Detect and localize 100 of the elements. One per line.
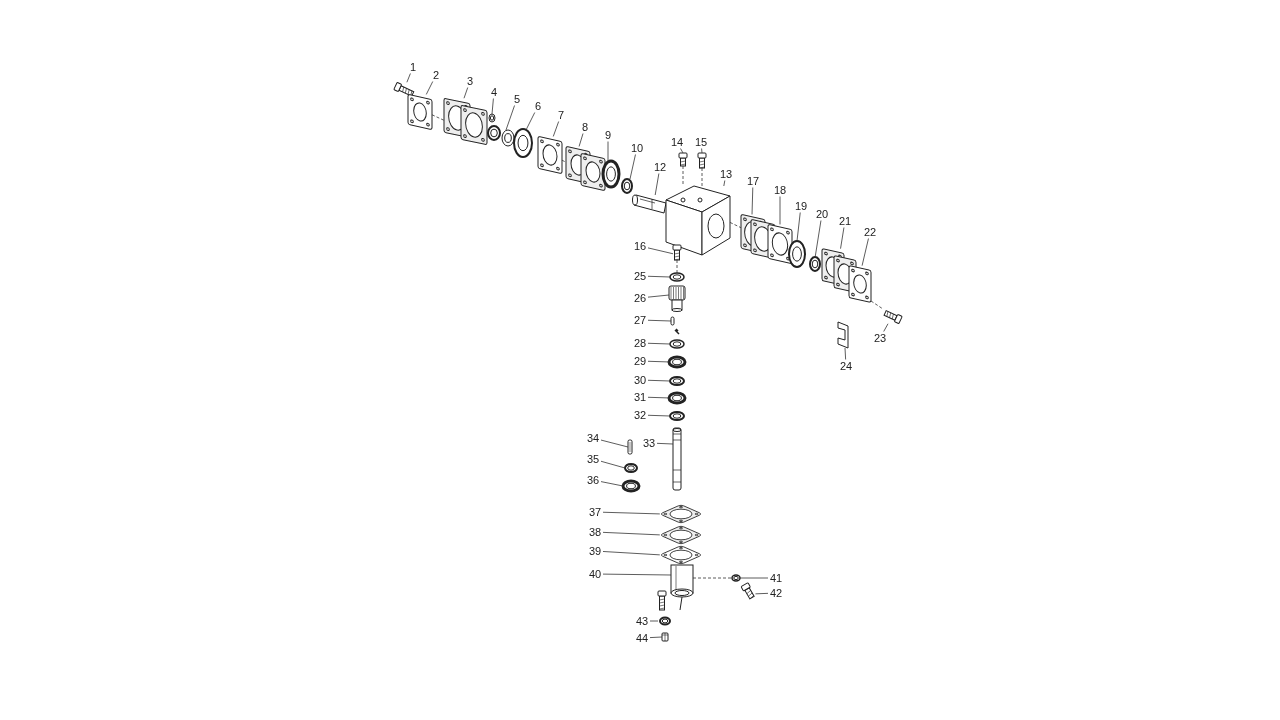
leader-line (602, 511, 661, 515)
callout-number: 16 (632, 239, 648, 253)
callout-number: 1 (405, 60, 421, 74)
leader-line (647, 342, 671, 345)
leader-line (814, 220, 822, 258)
leader-line (647, 414, 671, 417)
callout-number: 18 (772, 183, 788, 197)
callout-number: 17 (745, 174, 761, 188)
leader-line (406, 73, 411, 83)
leader-line (647, 275, 671, 278)
leader-line (602, 573, 672, 576)
pin-drawing (670, 316, 680, 335)
leader-line (840, 227, 845, 250)
callout-number: 41 (768, 571, 784, 585)
callout-number: 43 (634, 614, 650, 628)
gearbox-housing-drawing (665, 185, 731, 256)
callout-number: 3 (462, 74, 478, 88)
assembly-line (561, 159, 567, 163)
callout-number: 35 (585, 452, 601, 466)
leader-line (505, 105, 515, 131)
leader-line (526, 112, 536, 130)
callout-number: 24 (838, 359, 854, 373)
leader-line (755, 592, 769, 595)
leader-line (796, 212, 801, 242)
callout-number: 6 (530, 99, 546, 113)
bolt-drawing (883, 310, 903, 325)
callout-number: 33 (641, 436, 657, 450)
leader-line (680, 148, 684, 154)
callout-number: 31 (632, 390, 648, 404)
leader-line (602, 531, 661, 536)
bearing-drawing (667, 391, 687, 405)
callout-number: 28 (632, 336, 648, 350)
callout-number: 22 (862, 225, 878, 239)
callout-number: 44 (634, 631, 650, 645)
assembly-line (729, 222, 742, 229)
shaft-drawing (632, 194, 667, 214)
callout-number: 13 (718, 167, 734, 181)
leader-line (647, 379, 671, 382)
ring-drawing (669, 376, 685, 386)
leader-line (491, 98, 494, 115)
callout-number: 37 (587, 505, 603, 519)
bracket-drawing (837, 321, 849, 349)
bearing-drawing (601, 159, 621, 189)
flange-drawing (788, 240, 806, 268)
leader-line (701, 148, 703, 154)
ring-drawing (624, 463, 638, 473)
leader-line (883, 323, 889, 332)
cover-plate-drawing (537, 135, 563, 175)
callout-number: 20 (814, 207, 830, 221)
shaft-drawing (672, 427, 682, 491)
callout-number: 38 (587, 525, 603, 539)
callout-number: 39 (587, 544, 603, 558)
bolt-drawing (393, 81, 415, 97)
callout-number: 7 (553, 108, 569, 122)
leader-line (649, 620, 659, 622)
callout-number: 8 (577, 120, 593, 134)
screw-drawing (697, 152, 707, 169)
callout-number: 27 (632, 313, 648, 327)
callout-number: 9 (600, 128, 616, 142)
callout-number: 15 (693, 135, 709, 149)
plug-drawing (678, 152, 688, 167)
leader-line (552, 121, 560, 137)
bearing-drawing (667, 355, 687, 369)
callout-number: 30 (632, 373, 648, 387)
gear-drawing (668, 285, 686, 312)
assembly-line (431, 114, 445, 121)
leader-line (425, 81, 434, 95)
leader-line (861, 238, 869, 267)
leader-line (647, 294, 670, 298)
leader-line (600, 481, 624, 487)
pin-drawing (627, 439, 633, 455)
callout-number: 4 (486, 85, 502, 99)
callout-number: 42 (768, 586, 784, 600)
callout-number: 26 (632, 291, 648, 305)
flange-drawing (513, 128, 533, 158)
leader-line (723, 180, 726, 187)
leader-line (779, 196, 781, 225)
callout-number: 29 (632, 354, 648, 368)
seal-ring-drawing (621, 178, 633, 194)
tube-drawing (670, 564, 694, 611)
leader-line (647, 247, 674, 255)
bearing-drawing (621, 479, 641, 493)
cover-plate-drawing (767, 223, 793, 265)
leader-line (647, 396, 670, 399)
leader-line (607, 141, 609, 162)
callout-number: 32 (632, 408, 648, 422)
leader-line (578, 133, 584, 147)
callout-number: 34 (585, 431, 601, 445)
ring-drawing (669, 339, 685, 349)
gasket-drawing (565, 145, 606, 192)
callout-number: 19 (793, 199, 809, 213)
washer-drawing (669, 272, 685, 282)
leader-line (656, 442, 674, 445)
leader-line (844, 347, 847, 360)
assembly-line (692, 577, 733, 579)
leader-line (629, 154, 636, 180)
leader-line (739, 577, 769, 579)
flange-plate-drawing (407, 93, 433, 131)
washer-drawing (731, 574, 741, 582)
leader-line (463, 87, 469, 99)
